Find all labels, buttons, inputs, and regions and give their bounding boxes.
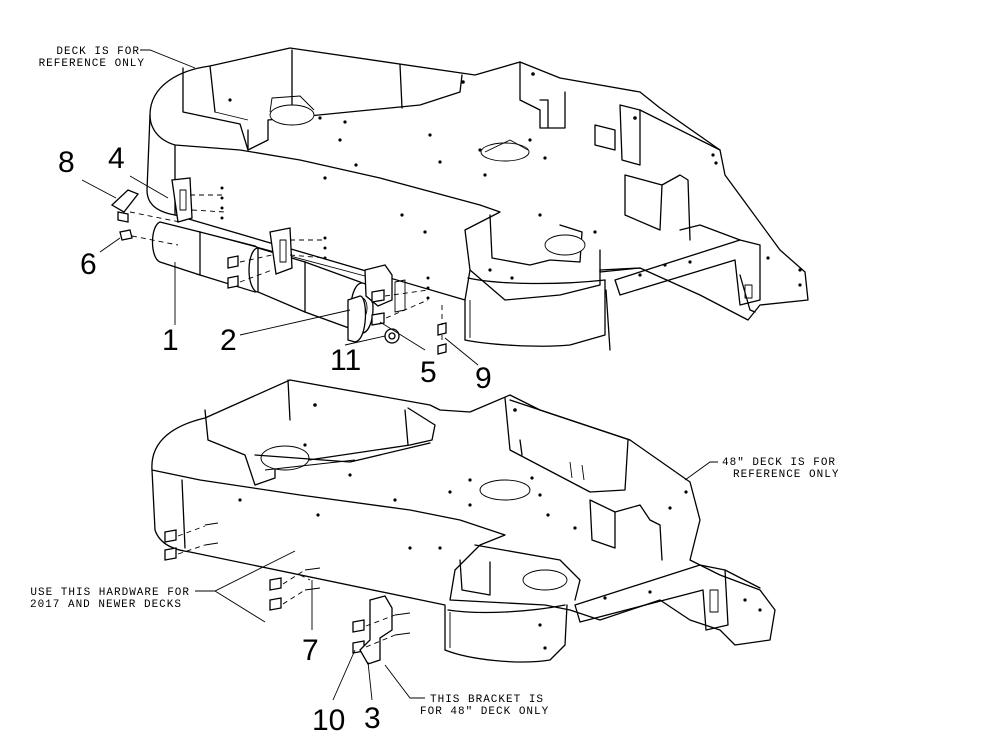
- callouts: 8 4 6 1 2 11 5 9 7 10 3: [58, 142, 492, 737]
- callout-2: 2: [220, 324, 237, 357]
- callout-6: 6: [80, 248, 97, 281]
- skirt-holes: [220, 186, 430, 300]
- callout-5: 5: [420, 356, 437, 389]
- upper-deck: [146, 47, 809, 351]
- callout-4: 4: [108, 142, 125, 175]
- callout-11: 11: [330, 344, 361, 377]
- callout-9: 9: [475, 362, 492, 395]
- callout-7: 7: [302, 634, 319, 667]
- note-top-deck-line2: REFERENCE ONLY: [39, 58, 145, 70]
- nut-6: [119, 229, 133, 241]
- callout-8: 8: [58, 146, 75, 179]
- bolt-5: [371, 312, 385, 326]
- roller-1: [151, 221, 209, 276]
- notes: DECK IS FOR REFERENCE ONLY 48" DECK IS F…: [30, 46, 839, 718]
- bolt-8: [110, 189, 140, 213]
- callout-1: 1: [162, 324, 179, 357]
- bracket-4: [171, 177, 193, 223]
- callout-10: 10: [312, 704, 345, 737]
- nut-9: [437, 322, 447, 336]
- deck-holes: [228, 72, 802, 287]
- lower-deck-48in: [151, 379, 776, 663]
- callout-3: 3: [364, 702, 381, 735]
- note-48-deck-line2: REFERENCE ONLY: [733, 469, 839, 481]
- bracket-3: [359, 595, 393, 665]
- note-bracket-line2: FOR 48" DECK ONLY: [420, 706, 549, 718]
- note-hardware-line2: 2017 AND NEWER DECKS: [30, 599, 182, 611]
- lower-deck-holes: [238, 403, 762, 650]
- note-hardware-line1: USE THIS HARDWARE FOR: [30, 587, 190, 599]
- lower-hardware: [164, 522, 411, 665]
- note-top-deck-line1: DECK IS FOR: [56, 46, 140, 58]
- anti-scalp-roller-assembly: [110, 177, 447, 355]
- leader-lines: [81, 49, 718, 701]
- note-bracket-line1: THIS BRACKET IS: [430, 694, 544, 706]
- note-48-deck-line1: 48" DECK IS FOR: [722, 457, 836, 469]
